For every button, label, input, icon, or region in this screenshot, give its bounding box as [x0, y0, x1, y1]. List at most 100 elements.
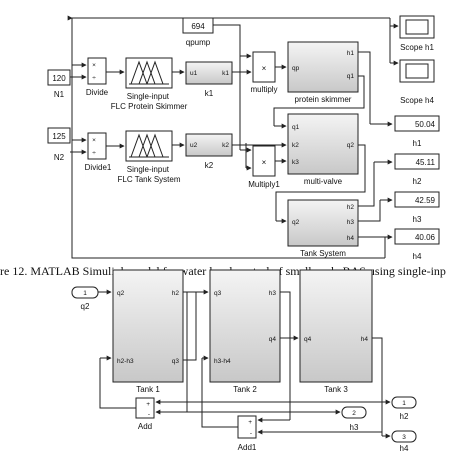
tank3-port-h4: h4	[361, 336, 369, 343]
display-h1-label: h1	[413, 139, 422, 148]
flc2-line2: FLC Tank System	[118, 175, 181, 184]
outport-h2[interactable]: 1 h2	[391, 396, 417, 421]
multiply-label: multiply	[250, 85, 277, 94]
tank3-port-q4: q4	[304, 336, 312, 343]
display-h4[interactable]: 40.06 h4	[394, 228, 440, 261]
add1-block[interactable]	[237, 415, 257, 439]
flc2-line1: Single-input	[127, 165, 170, 174]
tank1-port-h2h3: h2-h3	[117, 358, 134, 365]
flc-protein-skimmer[interactable]	[125, 57, 173, 89]
top-model: 120 N1 × ÷ Divide Single-input FLC Prote…	[47, 15, 440, 261]
tank2-port-q4: q4	[269, 336, 277, 343]
tank2-port-h3: h3	[269, 290, 277, 297]
tank-system-subsystem[interactable]	[287, 199, 359, 247]
divide-block[interactable]	[87, 57, 107, 85]
constant-n2-value: 125	[52, 132, 66, 141]
k2-label: k2	[205, 161, 214, 170]
display-h1-value: 50.04	[415, 120, 436, 129]
constant-qpump-value: 694	[191, 22, 205, 31]
bottom-model: 1 q2 q2 h2-h3 h2 q3 Tank 1 q3 h3-h4 h3 q…	[71, 269, 417, 452]
feedback-frame	[71, 17, 390, 259]
mv-port-q1: q1	[292, 124, 300, 131]
divide-label: Divide	[86, 88, 109, 97]
multi-valve-subsystem[interactable]	[287, 113, 359, 175]
display-h1[interactable]: 50.04 h1	[394, 115, 440, 148]
divide1-times-sign: ×	[92, 137, 96, 144]
tank1-subsystem[interactable]	[112, 269, 184, 383]
ts-port-h4: h4	[347, 235, 355, 242]
scope-h1[interactable]: Scope h1	[399, 15, 435, 52]
ts-port-q2: q2	[292, 219, 300, 226]
fuzzy-membership-icon-2	[129, 133, 169, 158]
divide1-block[interactable]	[87, 132, 107, 160]
constant-n2-label: N2	[54, 153, 65, 162]
outport-h4-num: 3	[402, 434, 406, 441]
multiply1-label: Multiply1	[248, 180, 280, 189]
ts-port-h2: h2	[347, 204, 355, 211]
k2-port-u2: u2	[190, 142, 198, 149]
k1-port-u1: u1	[190, 70, 198, 77]
outport-h2-num: 1	[402, 400, 406, 407]
k2-port-k2: k2	[222, 142, 229, 149]
add1-plus: +	[248, 419, 252, 426]
ts-port-h3: h3	[347, 219, 355, 226]
display-h2[interactable]: 45.11 h2	[394, 153, 440, 186]
display-h3[interactable]: 42.59 h3	[394, 191, 440, 224]
outport-h4[interactable]: 3 h4	[391, 430, 417, 452]
tank-system-label: Tank System	[300, 249, 346, 258]
divide-times-sign: ×	[92, 62, 96, 69]
ps-port-q1: q1	[347, 73, 355, 80]
divide1-label: Divide1	[85, 163, 112, 172]
outport-h4-label: h4	[400, 444, 409, 452]
protein-skimmer-label: protein skimmer	[295, 95, 352, 104]
flc1-line1: Single-input	[127, 92, 170, 101]
tank1-port-q3: q3	[172, 358, 180, 365]
flc-tank-system[interactable]	[125, 130, 173, 162]
flc-tank-system-label: Single-input FLC Tank System	[118, 165, 181, 184]
divide-div-sign: ÷	[92, 75, 96, 82]
constant-n1-value: 120	[52, 74, 66, 83]
mv-port-k3: k3	[292, 159, 299, 166]
multiply1-sign: ×	[262, 158, 267, 167]
add-plus: +	[146, 401, 150, 408]
tank2-title: Tank 2	[233, 385, 257, 394]
display-h2-label: h2	[413, 177, 422, 186]
tank2-subsystem[interactable]	[209, 269, 281, 383]
outport-h3-label: h3	[350, 423, 359, 432]
scope-h4[interactable]: Scope h4	[399, 59, 435, 105]
outport-h2-label: h2	[400, 412, 409, 421]
tank3-subsystem[interactable]	[299, 269, 373, 383]
multiply-sign: ×	[262, 64, 267, 73]
constant-n2[interactable]	[47, 127, 71, 144]
multi-valve-label: multi-valve	[304, 177, 343, 186]
display-h4-value: 40.06	[415, 233, 436, 242]
inport-q2-label: q2	[81, 302, 90, 311]
tank1-port-q2: q2	[117, 290, 125, 297]
mv-port-q2: q2	[347, 142, 355, 149]
inport-q2-num: 1	[83, 290, 87, 297]
protein-skimmer-subsystem[interactable]	[287, 41, 359, 93]
fuzzy-membership-icon	[129, 60, 169, 85]
display-h3-label: h3	[413, 215, 422, 224]
ps-port-qp: qp	[292, 65, 300, 72]
outport-h3[interactable]: 2 h3	[341, 406, 367, 432]
flc-protein-skimmer-label: Single-input FLC Protein Skimmer	[111, 92, 188, 111]
flc1-line2: FLC Protein Skimmer	[111, 102, 188, 111]
constant-n1-label: N1	[54, 90, 65, 99]
constant-qpump-label: qpump	[186, 38, 211, 47]
ps-port-h1: h1	[347, 50, 355, 57]
k1-port-k1: k1	[222, 70, 229, 77]
gain-k1[interactable]	[185, 61, 233, 85]
add-block[interactable]	[135, 397, 155, 419]
divide1-div-sign: ÷	[92, 150, 96, 157]
add-label: Add	[138, 422, 152, 431]
add1-minus: -	[250, 430, 252, 437]
tank3-title: Tank 3	[324, 385, 348, 394]
inport-q2[interactable]: 1 q2	[71, 286, 99, 311]
k1-label: k1	[205, 89, 214, 98]
display-h2-value: 45.11	[416, 158, 436, 167]
add1-label: Add1	[238, 443, 257, 452]
scope-h1-label: Scope h1	[400, 43, 434, 52]
scope-h4-label: Scope h4	[400, 96, 434, 105]
